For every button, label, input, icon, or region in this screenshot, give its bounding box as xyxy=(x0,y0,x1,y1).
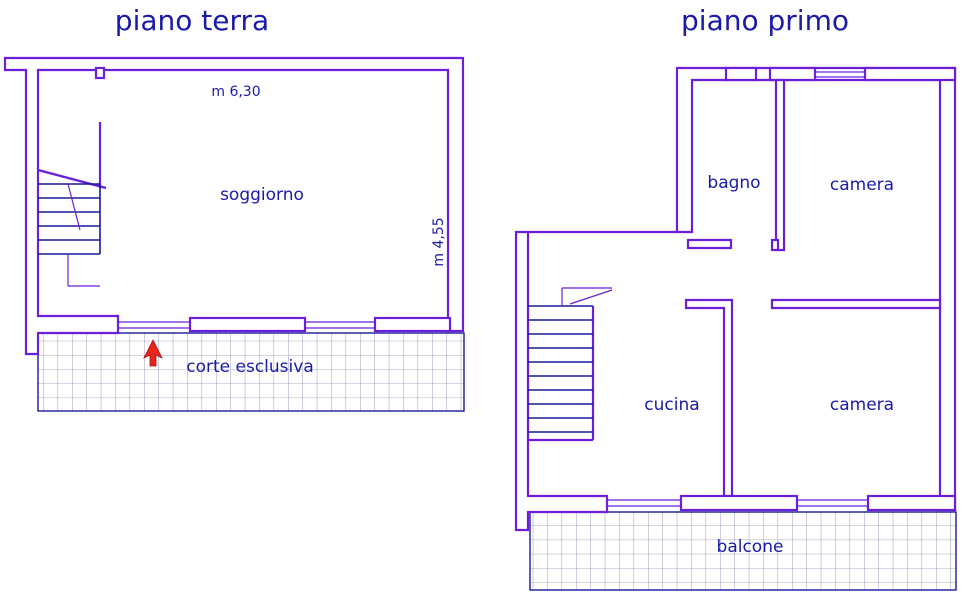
ground-floor-title: piano terra xyxy=(115,4,269,37)
first-top-window-2 xyxy=(768,66,817,82)
balcony-area xyxy=(529,511,957,591)
entrance-arrow-icon xyxy=(143,339,163,367)
bedroom-divider-wall xyxy=(770,298,942,310)
court-label: corte esclusiva xyxy=(186,357,313,377)
ground-floor-plan: m 6,30 soggiorno m 4,55 corte esclusiva xyxy=(3,56,465,412)
kitchen-label: cucina xyxy=(644,395,699,415)
first-top-window-1 xyxy=(724,66,758,82)
first-floor-title: piano primo xyxy=(681,4,849,37)
first-staircase xyxy=(528,287,613,442)
court-area xyxy=(37,332,465,412)
ground-staircase xyxy=(37,122,107,287)
balcony-label: balcone xyxy=(717,537,784,557)
bedroom-1-label: camera xyxy=(830,175,894,195)
first-floor-plan: bagno camera cucina camera balcone xyxy=(514,66,957,591)
ground-window-1 xyxy=(188,316,307,333)
ground-outer-wall xyxy=(3,56,465,356)
ground-wall-notch xyxy=(94,66,106,80)
ground-depth-dimension: m 4,55 xyxy=(431,217,447,266)
bathroom-label: bagno xyxy=(707,173,760,193)
ground-window-2 xyxy=(373,316,452,333)
ground-width-dimension: m 6,30 xyxy=(211,84,260,100)
first-top-window-3 xyxy=(863,66,957,82)
first-bottom-window-2 xyxy=(866,494,957,512)
living-room-label: soggiorno xyxy=(220,185,304,205)
first-bottom-window-1 xyxy=(679,494,799,512)
bathroom-bedroom-wall xyxy=(774,78,786,252)
bathroom-bottom-wall xyxy=(686,238,733,250)
bedroom-2-label: camera xyxy=(830,395,894,415)
